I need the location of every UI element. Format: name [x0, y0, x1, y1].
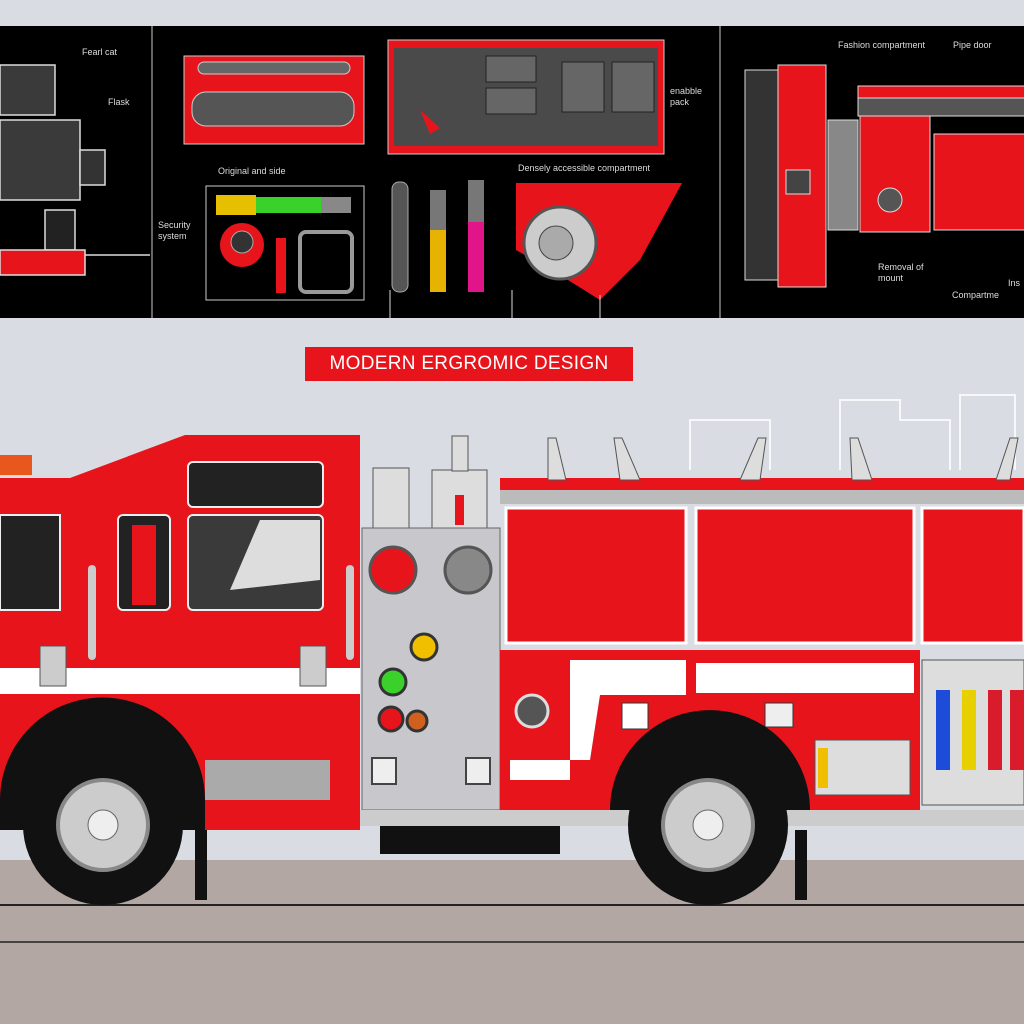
label-compartment-caption: Densely accessible compartment	[518, 163, 651, 173]
label-security: Security system	[158, 220, 191, 241]
tool-handles	[391, 180, 484, 293]
label-side-top-left: Fashion compartment	[838, 40, 926, 50]
label-handle-caption: Original and side	[218, 166, 286, 176]
front-wheel	[23, 745, 183, 905]
label-cab-roof: Fearl cat	[82, 47, 118, 57]
cab-front-sketch	[0, 64, 150, 276]
label-side-bottom-right: Ins	[1008, 278, 1021, 288]
label-cab-flask: Flask	[108, 97, 130, 107]
handle-detail	[183, 55, 365, 145]
banner-title: MODERN ERGROMIC DESIGN	[305, 347, 633, 381]
label-side-bottom-mid: Compartme	[952, 290, 1000, 300]
rear-wheel	[628, 745, 788, 905]
compartment-detail	[516, 183, 682, 300]
tools-detail	[205, 185, 365, 301]
side-view-detail	[744, 64, 1024, 288]
label-side-bottom-left: Removal of mount	[878, 262, 924, 283]
label-side-top-right: Pipe door	[953, 40, 992, 50]
control-panel-detail	[387, 39, 665, 155]
pump-panel	[361, 435, 501, 811]
label-panel-caption: enabble pack	[670, 86, 703, 107]
